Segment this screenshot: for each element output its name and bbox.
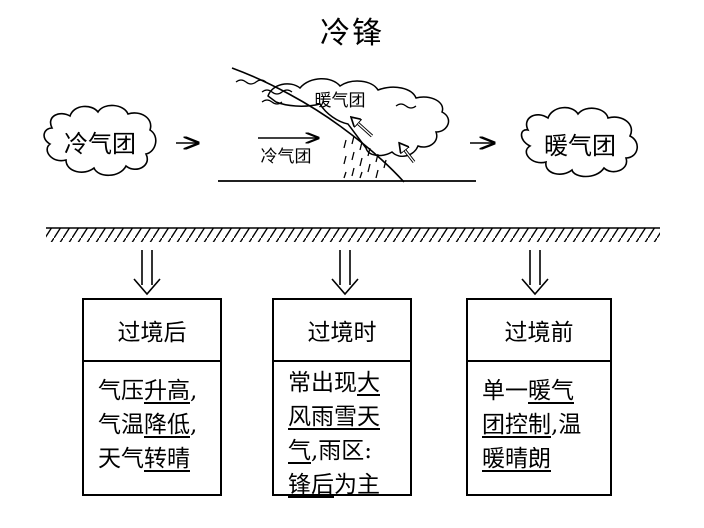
panel-line: 暖晴朗: [482, 442, 610, 476]
text: ,: [190, 378, 198, 404]
panel-during-passage: 过境时 常出现大 风雨雪天 气,雨区: 锋后为主: [272, 298, 412, 498]
panel-line: 单一暖气: [482, 374, 610, 408]
text: 气压: [98, 378, 144, 404]
panel-heading: 过境前: [468, 300, 610, 362]
text: ,温: [551, 412, 582, 438]
underlined-text: 降低: [144, 412, 190, 438]
warm-air-cloud: 暖气团: [520, 106, 638, 178]
text: 气温: [98, 412, 144, 438]
underlined-text: 暖气: [528, 378, 574, 404]
warm-air-section-label: 暖气团: [315, 91, 366, 111]
panel-line: 锋后为主: [288, 468, 410, 502]
panel-body: 气压升高, 气温降低, 天气转晴: [84, 362, 220, 476]
underlined-text: 锋后: [288, 472, 334, 498]
panel-body: 单一暖气 团控制,温 暖晴朗: [468, 362, 610, 476]
underlined-text: 转晴: [144, 446, 190, 472]
panel-heading: 过境后: [84, 300, 220, 362]
underlined-text: 团控制: [482, 412, 551, 438]
panel-heading: 过境时: [274, 300, 410, 362]
wind-squiggle: [235, 79, 267, 85]
double-arrow-before: [521, 250, 549, 296]
cold-air-cloud: 冷气团: [43, 104, 157, 177]
text: 单一: [482, 378, 528, 404]
warm-air-mass-label: 暖气团: [544, 132, 616, 160]
panel-body: 常出现大 风雨雪天 气,雨区: 锋后为主: [274, 362, 410, 502]
panel-line: 气压升高,: [98, 374, 220, 408]
rain-dashes: [343, 135, 387, 179]
hatch-band: [46, 228, 660, 242]
panel-line: 天气转晴: [98, 442, 220, 476]
panel-line: 气温降低,: [98, 408, 220, 442]
text: ,: [190, 412, 198, 438]
diagram-title: 冷锋: [320, 16, 384, 51]
cold-air-mass-label: 冷气团: [64, 130, 136, 158]
underlined-text: 暖晴朗: [482, 446, 551, 472]
panel-before-passage: 过境前 单一暖气 团控制,温 暖晴朗: [466, 298, 612, 496]
cold-air-section-label: 冷气团: [261, 147, 312, 167]
panel-line: 常出现大: [288, 366, 410, 400]
front-surface-line: [231, 67, 405, 183]
double-arrow-after: [133, 250, 161, 296]
text: ,雨区:: [311, 438, 373, 464]
text: 天气: [98, 446, 144, 472]
front-cross-section: 暖气团 冷气团: [218, 67, 476, 183]
panel-line: 风雨雪天: [288, 400, 410, 434]
underlined-text: 大: [357, 370, 380, 396]
panel-after-passage: 过境后 气压升高, 气温降低, 天气转晴: [82, 298, 222, 496]
panel-line: 团控制,温: [482, 408, 610, 442]
wind-squiggle: [395, 103, 417, 109]
wind-squiggle: [261, 89, 293, 95]
double-arrow-during: [331, 250, 359, 296]
underlined-text: 风雨雪天: [288, 404, 380, 430]
text: 常出现: [288, 370, 357, 396]
panel-line: 气,雨区:: [288, 434, 410, 468]
underlined-text: 气: [288, 438, 311, 464]
underlined-text: 升高: [144, 378, 190, 404]
text: 为主: [334, 472, 380, 498]
wind-squiggle: [261, 99, 283, 105]
